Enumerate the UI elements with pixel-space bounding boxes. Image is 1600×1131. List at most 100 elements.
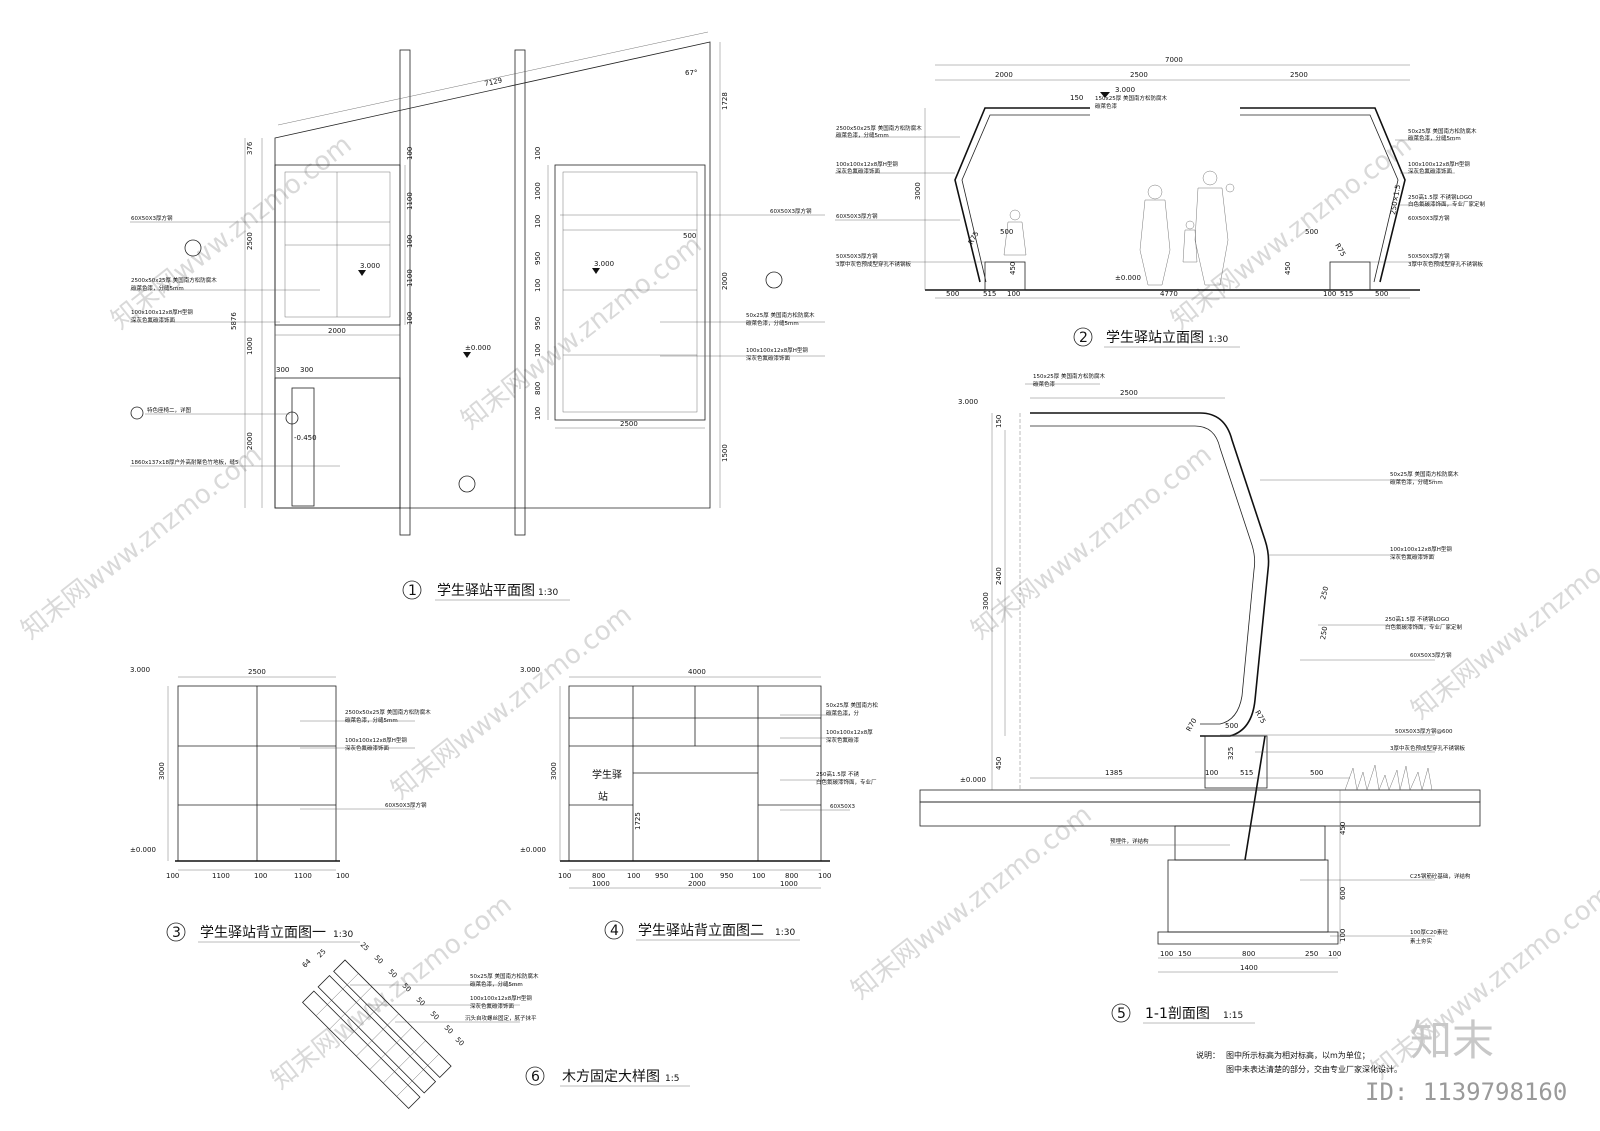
seat-left-slats xyxy=(284,171,391,318)
svg-text:50: 50 xyxy=(429,1010,441,1022)
drawing-title: 学生驿站平面图 xyxy=(437,583,535,599)
svg-text:1385: 1385 xyxy=(1105,769,1123,777)
seat-box xyxy=(1204,735,1268,789)
svg-text:3000: 3000 xyxy=(158,762,166,780)
svg-text:250高1.5厚 不锈: 250高1.5厚 不锈 xyxy=(816,770,859,778)
dim-r1: 100 xyxy=(534,147,542,160)
svg-text:515: 515 xyxy=(1240,769,1253,777)
dim-r2: 1000 xyxy=(534,182,542,200)
svg-text:250高1.5厚 不锈钢LOGO: 250高1.5厚 不锈钢LOGO xyxy=(1385,615,1450,623)
svg-text:800: 800 xyxy=(1242,950,1255,958)
svg-text:100x100x12x8厚H型钢: 100x100x12x8厚H型钢 xyxy=(470,994,532,1002)
svg-text:500: 500 xyxy=(1305,228,1318,236)
svg-text:50: 50 xyxy=(415,996,427,1008)
dim-stair-b: 300 xyxy=(300,366,313,374)
svg-text:1:15: 1:15 xyxy=(1223,1011,1243,1021)
svg-text:特色座椅二，详图: 特色座椅二，详图 xyxy=(147,406,192,414)
svg-text:50X50X3厚方钢: 50X50X3厚方钢 xyxy=(1408,252,1450,260)
svg-text:100: 100 xyxy=(1328,950,1341,958)
dim-right-c: 1500 xyxy=(721,444,729,462)
svg-text:100x100x12x8厚H型钢: 100x100x12x8厚H型钢 xyxy=(131,308,193,316)
seat-right-slats xyxy=(562,171,698,413)
dim-w-right: 2500 xyxy=(620,420,638,428)
svg-text:1725: 1725 xyxy=(634,812,642,830)
dim-angle: 67° xyxy=(685,69,697,77)
svg-text:深灰色氟碳漆饰面: 深灰色氟碳漆饰面 xyxy=(131,316,176,324)
svg-text:素土夯实: 素土夯实 xyxy=(1410,937,1433,945)
svg-text:深灰色氟碳漆饰面: 深灰色氟碳漆饰面 xyxy=(470,1002,515,1010)
explanation-notes: 说明： 图中所示标高为相对标高，以m为单位； 图中未表达清楚的部分，交由专业厂家… xyxy=(1196,1050,1402,1074)
plan-notes-right: 60X50X3厚方钢 50x25厚 美国南方松防腐木 碳萊色漆，分缝5mm 10… xyxy=(560,207,825,362)
svg-text:500: 500 xyxy=(946,290,959,298)
dim-r6: 950 xyxy=(534,317,542,330)
svg-text:1100: 1100 xyxy=(212,872,230,880)
svg-text:碳萊色漆，分缝5mm: 碳萊色漆，分缝5mm xyxy=(470,980,523,988)
back2-notes: 50x25厚 美国南方松 碳萊色漆，分 100x100x12x8厚 深灰色氟碳漆… xyxy=(780,701,879,811)
dim-left-b: 2500 xyxy=(246,232,254,250)
svg-text:100: 100 xyxy=(1339,929,1347,942)
svg-text:2500: 2500 xyxy=(1130,71,1148,79)
svg-text:450: 450 xyxy=(1009,262,1017,275)
svg-text:100x100x12x8厚H型钢: 100x100x12x8厚H型钢 xyxy=(836,160,898,168)
dim-r3: 100 xyxy=(534,215,542,228)
elev-a: 3.000 xyxy=(360,262,380,270)
svg-text:深灰色氟碳漆饰面: 深灰色氟碳漆饰面 xyxy=(836,167,881,175)
dim-s1: 100 xyxy=(406,147,414,160)
dim-left-c: 5876 xyxy=(230,312,238,330)
seat-right xyxy=(554,164,706,421)
elev-d: -0.450 xyxy=(294,434,317,442)
dim-left-d: 1000 xyxy=(246,337,254,355)
svg-text:3.000: 3.000 xyxy=(520,666,540,674)
grass-icon xyxy=(1344,764,1433,791)
section-marker-icon xyxy=(184,239,202,257)
svg-text:1400: 1400 xyxy=(1240,964,1258,972)
svg-text:100: 100 xyxy=(1205,769,1218,777)
svg-text:50X50X3厚方钢: 50X50X3厚方钢 xyxy=(836,252,878,260)
svg-text:1:30: 1:30 xyxy=(1208,335,1228,345)
svg-text:100: 100 xyxy=(336,872,349,880)
svg-text:预埋件，详结构: 预埋件，详结构 xyxy=(1110,837,1149,845)
svg-text:500: 500 xyxy=(1225,722,1238,730)
svg-text:100: 100 xyxy=(254,872,267,880)
svg-text:白色氟碳漆饰面，专业厂家定制: 白色氟碳漆饰面，专业厂家定制 xyxy=(1408,200,1486,208)
svg-text:100x100x12x8厚H型钢: 100x100x12x8厚H型钢 xyxy=(345,736,407,744)
svg-text:±0.000: ±0.000 xyxy=(1115,274,1141,282)
dim-left-e: 2000 xyxy=(246,432,254,450)
svg-text:深灰色氟碳漆饰面: 深灰色氟碳漆饰面 xyxy=(1390,553,1435,561)
svg-text:±0.000: ±0.000 xyxy=(130,846,156,854)
svg-text:60X50X3厚方钢: 60X50X3厚方钢 xyxy=(385,801,427,809)
back-elevation-2: 学生驿 站 4000 3000 1725 100 800 100 950 100… xyxy=(520,666,879,941)
svg-text:R75: R75 xyxy=(1333,242,1347,258)
dim-s4: 1100 xyxy=(406,269,414,287)
section-notes: 150x25厚 美国南方松防腐木 碳萊色漆 50x25厚 美国南方松防腐木 碳萊… xyxy=(1025,372,1471,945)
svg-text:60X50X3厚方钢: 60X50X3厚方钢 xyxy=(770,207,812,215)
svg-text:100: 100 xyxy=(558,872,571,880)
dim-right-a: 1728 xyxy=(721,92,729,110)
svg-text:2000: 2000 xyxy=(995,71,1013,79)
dim-box: 500 xyxy=(683,232,696,240)
svg-text:50: 50 xyxy=(454,1036,466,1048)
svg-text:250: 250 xyxy=(1319,586,1330,601)
elev-b: 3.000 xyxy=(594,260,614,268)
svg-text:学生驿站立面图: 学生驿站立面图 xyxy=(1106,330,1204,346)
svg-text:1-1剖面图: 1-1剖面图 xyxy=(1145,1006,1210,1022)
svg-text:100x100x12x8厚H型钢: 100x100x12x8厚H型钢 xyxy=(1408,160,1470,168)
svg-text:6: 6 xyxy=(531,1069,540,1085)
svg-text:R70: R70 xyxy=(1185,717,1199,733)
dim-s3: 100 xyxy=(406,235,414,248)
svg-text:100厚C20素砼: 100厚C20素砼 xyxy=(1410,928,1448,936)
svg-text:±0.000: ±0.000 xyxy=(960,776,986,784)
dim-r7: 100 xyxy=(534,344,542,357)
watermark-layer: 知末网www.znzmo.com 知末网www.znzmo.com 知末网www… xyxy=(16,130,1600,1096)
svg-text:1:5: 1:5 xyxy=(665,1074,679,1084)
steel-post xyxy=(1244,735,1266,861)
svg-text:150x25厚 美国南方松防腐木: 150x25厚 美国南方松防腐木 xyxy=(1095,94,1168,102)
svg-text:±0.000: ±0.000 xyxy=(520,846,546,854)
plan-notes-left: 60X50X3厚方钢 2500x50x25厚 美国南方松防腐木 碳萊色漆，分缝5… xyxy=(130,214,390,467)
deck-layer xyxy=(919,789,1481,803)
sign-text: 站 xyxy=(598,790,608,803)
svg-text:100: 100 xyxy=(690,872,703,880)
svg-text:说明：: 说明： xyxy=(1196,1050,1220,1060)
dim-s5: 100 xyxy=(406,312,414,325)
